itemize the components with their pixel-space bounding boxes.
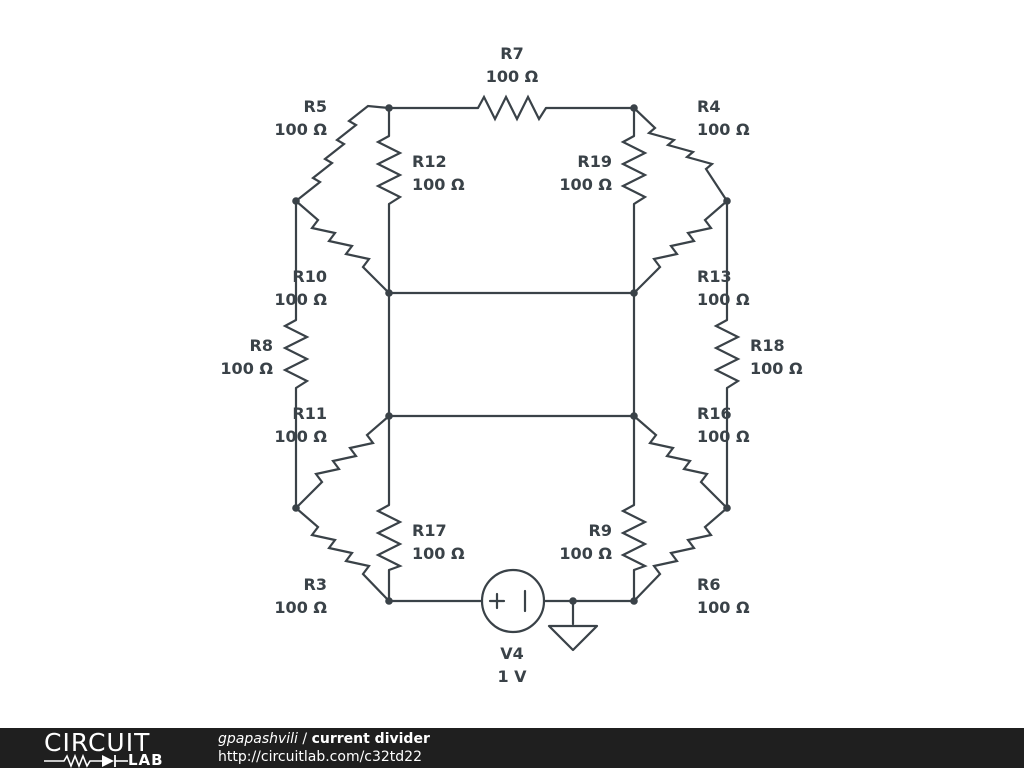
label-r8-value: 100 Ω (220, 359, 273, 378)
label-r4-name: R4 (697, 97, 720, 116)
resistor-r12 (375, 135, 403, 205)
label-r5-name: R5 (304, 97, 327, 116)
label-r16-name: R16 (697, 404, 732, 423)
resistor-r7 (477, 94, 547, 122)
label-r5-value: 100 Ω (274, 120, 327, 139)
footer-title-line: gpapashvili / current divider (218, 731, 430, 747)
label-r17-value: 100 Ω (412, 544, 465, 563)
author-link[interactable]: gpapashvili (218, 731, 298, 747)
label-r4-value: 100 Ω (697, 120, 750, 139)
label-r12-name: R12 (412, 152, 447, 171)
circuitlab-logo: LAB (44, 751, 174, 769)
logo-lab-text: LAB (128, 751, 164, 769)
label-r3-value: 100 Ω (274, 598, 327, 617)
label-r11-name: R11 (292, 404, 327, 423)
circuit-url-link[interactable]: http://circuitlab.com/c32td22 (218, 749, 422, 765)
ground-icon (547, 624, 599, 652)
label-r12-value: 100 Ω (412, 175, 465, 194)
component-labels: R7 100 Ω R5 100 Ω R4 100 Ω R12 100 Ω R19… (220, 44, 803, 686)
label-r18-value: 100 Ω (750, 359, 803, 378)
resistor-r11 (295, 415, 390, 509)
resistor-r18 (713, 319, 741, 389)
label-r7-name: R7 (500, 44, 523, 63)
label-v4-name: V4 (500, 644, 524, 663)
label-r6-value: 100 Ω (697, 598, 750, 617)
label-r9-value: 100 Ω (559, 544, 612, 563)
logo-resistor-diode-icon (44, 753, 128, 768)
resistor-r6 (633, 507, 728, 602)
resistor-r16 (633, 415, 728, 509)
label-r18-name: R18 (750, 336, 785, 355)
label-r8-name: R8 (250, 336, 273, 355)
label-r13-name: R13 (697, 267, 732, 286)
resistors (282, 94, 741, 602)
resistor-r3 (295, 507, 390, 602)
wires (294, 106, 729, 626)
label-r10-value: 100 Ω (274, 290, 327, 309)
label-r3-name: R3 (304, 575, 327, 594)
resistor-r19 (620, 135, 648, 205)
junction-dots (292, 104, 731, 605)
footer-bar: CIRCUIT LAB gpapashvili / current divide… (0, 728, 1024, 769)
resistor-r13 (633, 200, 728, 294)
label-r19-value: 100 Ω (559, 175, 612, 194)
label-r17-name: R17 (412, 521, 447, 540)
title-separator: / (297, 731, 312, 747)
voltage-source-v4 (480, 568, 546, 634)
label-r11-value: 100 Ω (274, 427, 327, 446)
label-r7-value: 100 Ω (486, 67, 539, 86)
label-r19-name: R19 (577, 152, 612, 171)
label-r16-value: 100 Ω (697, 427, 750, 446)
logo-circuit-text: CIRCUIT (44, 728, 151, 757)
label-r13-value: 100 Ω (697, 290, 750, 309)
resistor-r4 (633, 107, 728, 202)
circuit-schematic: R7 100 Ω R5 100 Ω R4 100 Ω R12 100 Ω R19… (220, 44, 803, 686)
label-r6-name: R6 (697, 575, 720, 594)
resistor-r8 (282, 319, 310, 389)
circuit-title: current divider (311, 731, 430, 747)
resistor-r9 (620, 504, 648, 572)
label-v4-value: 1 V (497, 667, 527, 686)
resistor-r10 (295, 200, 390, 294)
label-r10-name: R10 (292, 267, 327, 286)
resistor-r17 (375, 504, 403, 572)
resistor-r5 (295, 104, 390, 202)
label-r9-name: R9 (589, 521, 612, 540)
